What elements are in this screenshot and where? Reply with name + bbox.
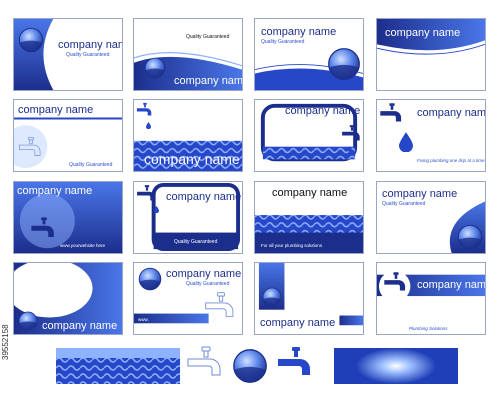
- faucet-icon: [383, 271, 409, 297]
- globe-sphere-icon: [327, 47, 361, 81]
- company-name: company name: [272, 187, 348, 199]
- tagline: Quality Guaranteed: [186, 34, 230, 40]
- faucet-icon: [18, 136, 44, 162]
- faucet-icon: [136, 102, 154, 120]
- tagline: Quality Guaranteed: [261, 39, 305, 45]
- card-11[interactable]: company name For all your plumbing solut…: [254, 181, 364, 254]
- globe-sphere-icon: [262, 287, 282, 307]
- stock-id-label: 39552158: [1, 324, 10, 360]
- card-1[interactable]: company name Quality Guaranteed: [13, 18, 123, 91]
- card-8[interactable]: company name Fixing plumbing one drip at…: [376, 99, 486, 172]
- card-background: [134, 313, 209, 324]
- tagline: Quality Guaranteed: [382, 201, 426, 207]
- tagline: Quality Guaranteed: [66, 52, 110, 58]
- website: www.yourwebsite here: [60, 243, 106, 248]
- card-background: [377, 19, 485, 55]
- tagline: Quality Guaranteed: [174, 239, 218, 245]
- card-15[interactable]: company name: [254, 262, 364, 335]
- card-5[interactable]: company name Quality Guaranteed: [13, 99, 123, 172]
- company-name: company name: [17, 185, 93, 197]
- card-background: [151, 182, 241, 252]
- company-name: company name: [42, 320, 118, 332]
- slogan: For all your plumbing solutions: [261, 243, 323, 248]
- card-12[interactable]: company name Quality Guaranteed: [376, 181, 486, 254]
- company-name: company name: [417, 279, 486, 291]
- faucet-icon: [276, 344, 316, 386]
- card-7[interactable]: company name: [254, 99, 364, 172]
- card-6[interactable]: company name: [133, 99, 243, 172]
- card-9[interactable]: company name www.yourwebsite here: [13, 181, 123, 254]
- tagline: Quality Guaranteed: [186, 281, 230, 287]
- card-background: [377, 270, 485, 302]
- faucet-icon: [136, 184, 158, 206]
- water-drop-icon: [154, 206, 159, 213]
- company-name: company name: [166, 268, 242, 280]
- faucet-icon: [379, 102, 405, 128]
- company-name: company name: [260, 317, 336, 329]
- gradient-panel: [334, 348, 458, 384]
- globe-sphere-icon: [18, 27, 44, 53]
- faucet-icon: [30, 216, 58, 244]
- company-name: company name: [417, 107, 486, 119]
- company-name: company name: [174, 75, 243, 87]
- card-2[interactable]: Quality Guaranteed company name: [133, 18, 243, 91]
- company-name: company name: [18, 104, 94, 116]
- website: www.: [138, 317, 149, 322]
- globe-sphere-icon: [18, 311, 38, 331]
- globe-sphere-icon: [457, 224, 483, 250]
- company-name: company name: [285, 105, 361, 117]
- water-drop-icon: [146, 122, 151, 129]
- faucet-icon: [204, 291, 238, 325]
- company-name: company name: [166, 191, 242, 203]
- card-14[interactable]: company name Quality Guaranteed www.: [133, 262, 243, 335]
- globe-sphere-icon: [232, 348, 268, 384]
- tagline: Quality Guaranteed: [69, 162, 113, 168]
- card-16[interactable]: company name Plumbing Solutions: [376, 262, 486, 335]
- company-name: company name: [58, 39, 122, 51]
- card-background: [134, 140, 242, 171]
- card-4[interactable]: company name: [376, 18, 486, 91]
- wave-pattern-strip: [56, 348, 180, 384]
- faucet-icon: [186, 344, 226, 386]
- card-background: [255, 215, 363, 253]
- company-name: company name: [382, 188, 458, 200]
- water-drop-icon: [348, 146, 352, 152]
- faucet-icon: [341, 124, 363, 146]
- card-background: [14, 182, 122, 253]
- card-13[interactable]: company name: [13, 262, 123, 335]
- company-name: company name: [385, 27, 461, 39]
- card-10[interactable]: company name Quality Guaranteed: [133, 181, 243, 254]
- water-drop-icon: [399, 132, 413, 152]
- card-3[interactable]: company name Quality Guaranteed: [254, 18, 364, 91]
- company-name: company name: [261, 26, 337, 38]
- company-name: company name: [144, 151, 240, 167]
- card-background: [14, 117, 122, 169]
- globe-sphere-icon: [138, 267, 162, 291]
- slogan: Fixing plumbing one drip at a time: [417, 158, 485, 163]
- slogan: Plumbing Solutions: [409, 326, 448, 331]
- globe-sphere-icon: [144, 57, 166, 79]
